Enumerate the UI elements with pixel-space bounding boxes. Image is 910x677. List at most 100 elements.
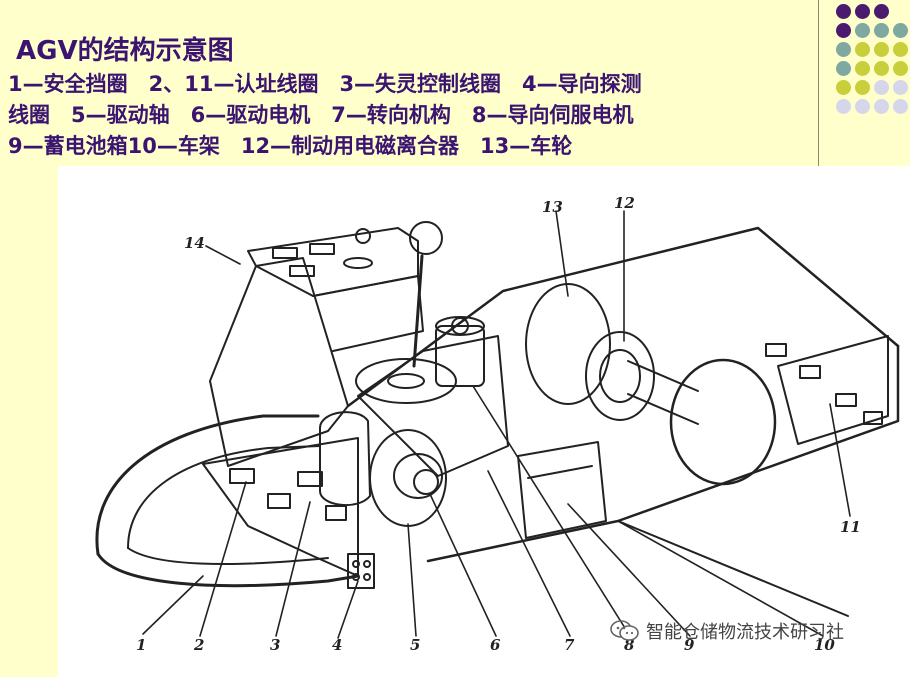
callout-11: 11 — [840, 518, 861, 536]
leader-line-4 — [337, 580, 359, 639]
leader-line-2 — [199, 481, 247, 637]
dot-lavender — [874, 80, 889, 95]
brake-clutch — [585, 331, 655, 421]
sensor-box — [325, 505, 347, 521]
dot-lime — [836, 80, 851, 95]
agv-line-drawing — [95, 210, 900, 639]
rear-wheel-outer — [525, 283, 611, 405]
callout-8: 8 — [624, 636, 635, 654]
control-panel-top — [247, 227, 419, 297]
wechat-icon — [610, 620, 639, 641]
watermark: 智能仓储物流技术研习社 — [610, 618, 844, 644]
front-plate — [202, 437, 359, 577]
vertical-divider — [818, 0, 819, 168]
dot-teal — [836, 42, 851, 57]
leader-line-8 — [472, 385, 631, 637]
dot-lavender — [893, 99, 908, 114]
dot-purple — [836, 23, 851, 38]
dot-lime — [855, 61, 870, 76]
leader-line-6 — [429, 493, 497, 637]
drive-motor-face — [369, 429, 447, 527]
dot-purple — [855, 4, 870, 19]
dot-lime — [893, 42, 908, 57]
dot-lime — [855, 42, 870, 57]
dot-purple — [874, 4, 889, 19]
coil-sensor — [799, 365, 821, 379]
connector-block — [347, 553, 375, 589]
legend-line-3: 9—蓄电池箱10—车架 12—制动用电磁离合器 13—车轮 — [8, 134, 573, 158]
control-knob — [289, 265, 315, 277]
battery-box — [517, 441, 607, 539]
axle — [627, 360, 699, 425]
control-switch — [343, 257, 373, 269]
rear-coil-box — [777, 335, 889, 445]
safety-bumper-inner — [127, 445, 321, 549]
dot-lavender — [874, 99, 889, 114]
legend-line-1: 1—安全挡圈 2、11—认址线圈 3—失灵控制线圈 4—导向探测 — [8, 72, 642, 96]
sensor-box — [229, 468, 255, 484]
coil-sensor — [835, 393, 857, 407]
rear-wheel — [669, 358, 777, 486]
dot-lime — [893, 61, 908, 76]
callout-14: 14 — [184, 234, 205, 252]
watermark-text: 智能仓储物流技术研习社 — [646, 622, 844, 643]
servo-motor — [435, 325, 485, 387]
slide-title: AGV的结构示意图 — [16, 36, 234, 66]
bumper-bottom — [96, 552, 360, 588]
dot-lime — [874, 61, 889, 76]
vehicle-frame-top — [346, 226, 900, 408]
callout-13: 13 — [542, 198, 563, 216]
callout-5: 5 — [410, 636, 421, 654]
legend-line-2: 线圈 5—驱动轴 6—驱动电机 7—转向机构 8—导向伺服电机 — [8, 103, 634, 127]
leader-line-10 — [617, 520, 824, 637]
leader-line-5 — [407, 523, 417, 637]
leader-line-13 — [555, 210, 569, 297]
control-knob — [272, 247, 298, 259]
callout-4: 4 — [332, 636, 343, 654]
guide-antenna — [412, 254, 424, 368]
connector-pin — [352, 560, 360, 568]
leader-line-7 — [487, 470, 571, 637]
battery-box-inner — [527, 465, 593, 479]
sensor-box — [297, 471, 323, 487]
brake-clutch-inner — [599, 349, 641, 403]
leader-line-9 — [567, 503, 691, 637]
callout-1: 1 — [136, 636, 147, 654]
connector-pin — [363, 573, 371, 581]
drive-shaft — [393, 453, 443, 499]
callout-2: 2 — [194, 636, 205, 654]
connector-pin — [352, 573, 360, 581]
agv-structure-diagram: 1 2 3 4 5 6 7 8 9 10 11 12 13 14 — [58, 166, 910, 677]
dot-teal — [874, 23, 889, 38]
steering-top-cap — [387, 373, 425, 389]
dot-teal — [893, 23, 908, 38]
callout-3: 3 — [270, 636, 281, 654]
servo-motor-cap — [451, 317, 469, 335]
leader-line-1 — [142, 575, 204, 635]
drive-motor-body — [319, 411, 371, 507]
dot-teal — [836, 61, 851, 76]
decorative-dot-grid — [830, 4, 910, 144]
leader-line-14 — [205, 245, 241, 265]
control-dial — [355, 228, 371, 244]
control-cabinet — [209, 257, 349, 467]
dot-lime — [855, 80, 870, 95]
sensor-box — [267, 493, 291, 509]
coil-sensor — [863, 411, 883, 425]
drive-shaft-inner — [413, 469, 439, 495]
callout-6: 6 — [490, 636, 501, 654]
callout-12: 12 — [614, 194, 635, 212]
frame-bottom-edge — [617, 520, 849, 617]
control-knob — [309, 243, 335, 255]
dot-lavender — [893, 80, 908, 95]
coil-sensor — [765, 343, 787, 357]
connector-pin — [363, 560, 371, 568]
vehicle-frame-side — [426, 344, 900, 563]
control-panel-face — [312, 275, 424, 352]
bumper-bottom-inner — [127, 547, 329, 565]
callout-7: 7 — [564, 636, 575, 654]
steering-mechanism — [355, 358, 457, 404]
callout-10: 10 — [814, 636, 835, 654]
callout-9: 9 — [684, 636, 695, 654]
indicator-ring — [409, 221, 443, 255]
